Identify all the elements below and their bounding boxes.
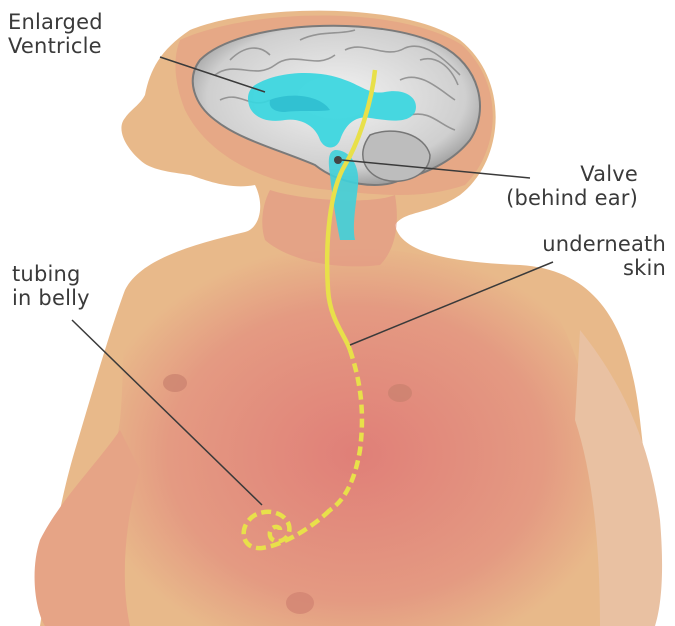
label-enlarged-ventricle-line1: Enlarged — [8, 10, 103, 34]
label-valve-line2: (behind ear) — [440, 186, 638, 210]
label-tubing-in-belly-line1: tubing — [12, 262, 90, 286]
label-tubing-in-belly: tubing in belly — [12, 262, 90, 310]
label-tubing-in-belly-line2: in belly — [12, 286, 90, 310]
navel — [286, 592, 314, 614]
label-valve-line1: Valve — [440, 162, 638, 186]
right-nipple — [388, 384, 412, 402]
left-nipple — [163, 374, 187, 392]
label-enlarged-ventricle-line2: Ventricle — [8, 34, 103, 58]
valve-marker — [334, 156, 342, 164]
label-valve: Valve (behind ear) — [440, 162, 638, 210]
chest-flush — [113, 244, 601, 626]
label-underneath-skin: underneath skin — [470, 232, 666, 280]
label-underneath-skin-line2: skin — [470, 256, 666, 280]
label-underneath-skin-line1: underneath — [470, 232, 666, 256]
label-enlarged-ventricle: Enlarged Ventricle — [8, 10, 103, 58]
